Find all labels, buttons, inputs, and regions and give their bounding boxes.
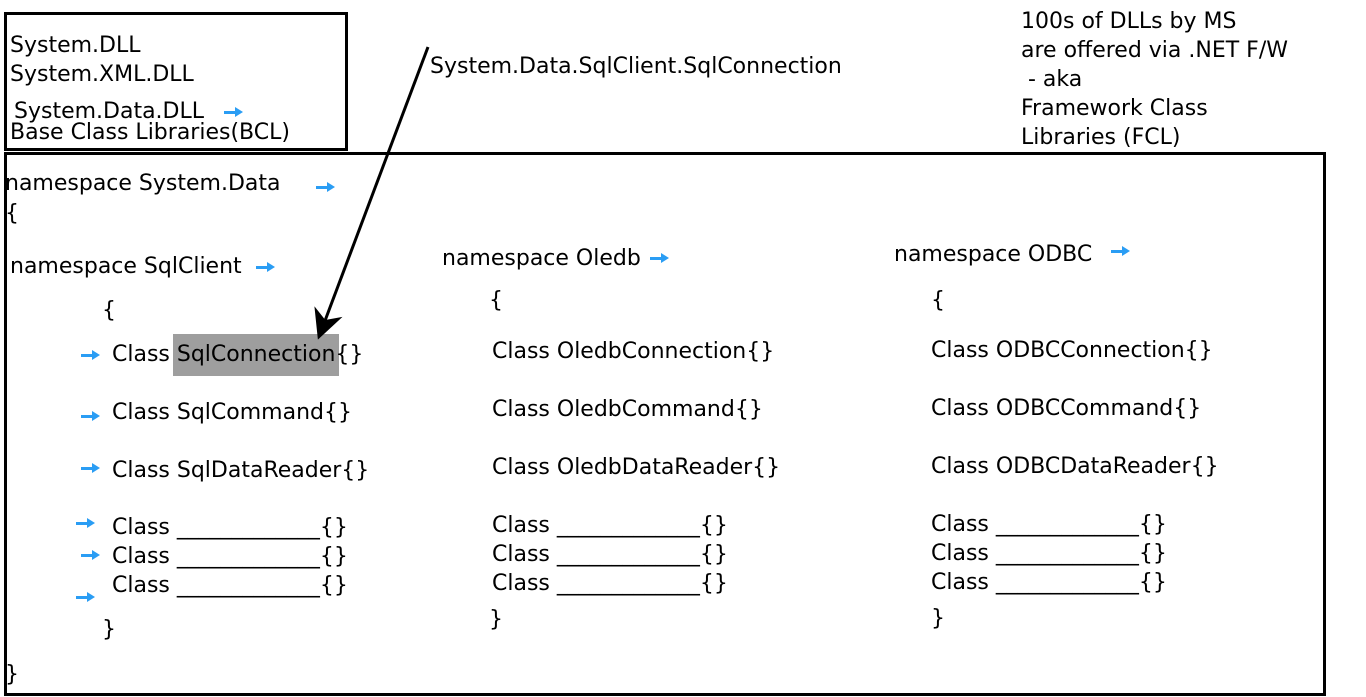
oledb-close-brace: } bbox=[489, 607, 503, 632]
odbc-blank-2: Class _____________{} bbox=[931, 541, 1167, 566]
oledb-blank-1: Class _____________{} bbox=[492, 513, 728, 538]
arrow-icon bbox=[81, 411, 101, 421]
oledb-blank-2: Class _____________{} bbox=[492, 542, 728, 567]
bcl-box bbox=[4, 12, 348, 151]
sqlclient-blank-3: Class _____________{} bbox=[112, 573, 348, 598]
bcl-dll-system-data: System.Data.DLL bbox=[14, 99, 205, 124]
sqlclient-class-2: Class SqlCommand{} bbox=[112, 400, 352, 425]
oledb-class-1: Class OledbConnection{} bbox=[492, 339, 775, 364]
odbc-close-brace: } bbox=[931, 606, 945, 631]
odbc-blank-1: Class _____________{} bbox=[931, 512, 1167, 537]
sqlconnection-highlight: SqlConnection bbox=[172, 334, 340, 376]
odbc-blank-3: Class _____________{} bbox=[931, 570, 1167, 595]
sqlclient-close-brace: } bbox=[102, 617, 116, 642]
arrow-icon bbox=[81, 550, 101, 560]
callout-fullname: System.Data.SqlClient.SqlConnection bbox=[430, 54, 842, 79]
sqlclient-namespace: namespace SqlClient bbox=[10, 254, 242, 279]
odbc-namespace: namespace ODBC bbox=[894, 242, 1093, 267]
odbc-open-brace: { bbox=[931, 288, 945, 313]
odbc-class-3: Class ODBCDataReader{} bbox=[931, 454, 1219, 479]
sqlconnection-class: Class SqlConnection{} bbox=[112, 334, 364, 376]
arrow-icon bbox=[256, 262, 276, 272]
odbc-class-1: Class ODBCConnection{} bbox=[931, 338, 1213, 363]
arrow-icon bbox=[76, 592, 96, 602]
note-line-4: Framework Class bbox=[1021, 96, 1208, 121]
note-line-2: are offered via .NET F/W bbox=[1021, 38, 1288, 63]
bcl-caption: Base Class Libraries(BCL) bbox=[10, 120, 290, 145]
oledb-class-2: Class OledbCommand{} bbox=[492, 397, 763, 422]
outer-namespace: namespace System.Data bbox=[5, 171, 281, 196]
system-data-box bbox=[4, 152, 1326, 696]
sqlclient-open-brace: { bbox=[102, 298, 116, 323]
sqlclient-blank-2: Class _____________{} bbox=[112, 544, 348, 569]
arrow-icon bbox=[81, 463, 101, 473]
oledb-open-brace: { bbox=[489, 288, 503, 313]
note-line-1: 100s of DLLs by MS bbox=[1021, 9, 1237, 34]
outer-open-brace: { bbox=[5, 201, 19, 226]
oledb-blank-3: Class _____________{} bbox=[492, 571, 728, 596]
oledb-namespace: namespace Oledb bbox=[442, 246, 641, 271]
arrow-icon bbox=[81, 350, 101, 360]
sqlclient-class-3: Class SqlDataReader{} bbox=[112, 458, 370, 483]
sqlclient-blank-1: Class _____________{} bbox=[112, 515, 348, 540]
arrow-icon bbox=[1111, 246, 1131, 256]
bcl-dll-system: System.DLL bbox=[10, 33, 141, 58]
outer-close-brace: } bbox=[5, 662, 19, 687]
arrow-icon bbox=[650, 253, 670, 263]
oledb-class-3: Class OledbDataReader{} bbox=[492, 455, 781, 480]
bcl-dll-system-xml: System.XML.DLL bbox=[10, 62, 194, 87]
odbc-class-2: Class ODBCCommand{} bbox=[931, 396, 1202, 421]
note-line-3: - aka bbox=[1021, 67, 1083, 92]
sqlconnection-prefix: Class bbox=[112, 342, 177, 367]
arrow-icon bbox=[76, 518, 96, 528]
note-line-5: Libraries (FCL) bbox=[1021, 125, 1181, 150]
arrow-icon bbox=[316, 182, 336, 192]
arrow-icon bbox=[224, 107, 244, 117]
sqlconnection-suffix: {} bbox=[335, 342, 364, 367]
